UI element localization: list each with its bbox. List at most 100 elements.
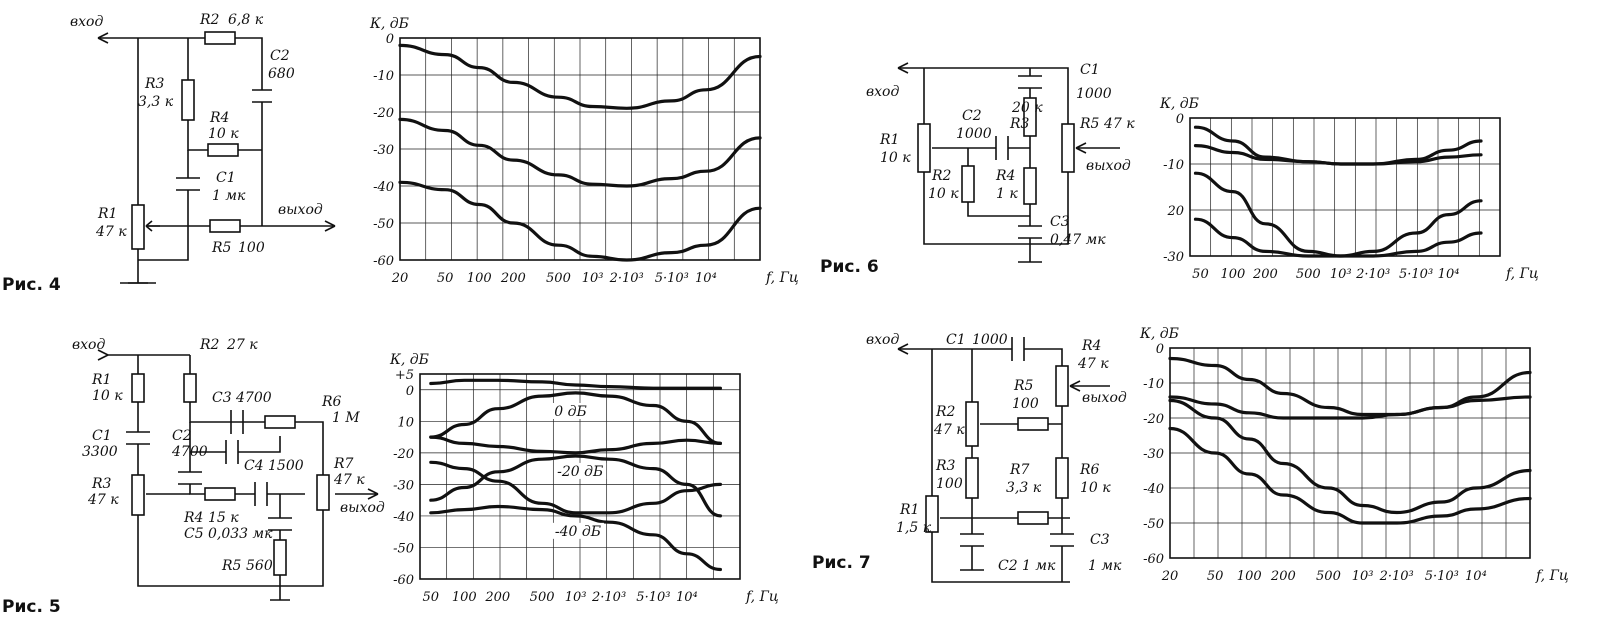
c4-value: 1500 bbox=[268, 458, 304, 474]
curve-annotation: -20 дБ bbox=[557, 464, 603, 480]
annotation-bg bbox=[554, 462, 607, 479]
r4-ref: R4 bbox=[183, 510, 203, 526]
x-tick-label: 20 bbox=[391, 271, 409, 286]
capacitor-c3 bbox=[1050, 533, 1074, 547]
capacitor-c3 bbox=[230, 410, 244, 434]
response-curve-4 bbox=[429, 460, 722, 515]
x-tick-label: 10⁴ bbox=[1465, 569, 1487, 584]
potentiometer-r7 bbox=[316, 474, 330, 511]
annotation-bg bbox=[544, 403, 597, 419]
y-tick-label: -60 bbox=[393, 573, 414, 588]
y-tick-label: -50 bbox=[1143, 517, 1164, 532]
c1-value: 1000 bbox=[1076, 86, 1112, 102]
x-tick-label: 200 bbox=[1252, 267, 1278, 282]
capacitor-c5 bbox=[254, 482, 268, 506]
r7-value: 47 к bbox=[333, 472, 365, 488]
r5-value: 47 к bbox=[1103, 116, 1135, 132]
c2-value: 680 bbox=[268, 66, 295, 82]
x-tick-label: 10⁴ bbox=[1438, 267, 1460, 282]
x-tick-label: 100 bbox=[467, 271, 492, 286]
r2-value: 6,8 к bbox=[228, 12, 264, 28]
y-tick-label: -20 bbox=[393, 447, 414, 462]
x-axis-label: f, Гц bbox=[765, 270, 799, 286]
y-axis-label: К, дБ bbox=[1159, 96, 1199, 112]
r2-ref: R2 bbox=[935, 404, 956, 420]
c2-value: 1000 bbox=[956, 126, 992, 142]
r4-value: 15 к bbox=[208, 510, 239, 526]
y-axis-label: К, дБ bbox=[369, 16, 409, 32]
c1-ref: C1 bbox=[1080, 62, 1100, 78]
resistor-r5 bbox=[273, 539, 287, 576]
c2-ref: C2 bbox=[172, 428, 192, 444]
x-tick-label: 50 bbox=[437, 271, 454, 286]
r4-value: 1 к bbox=[996, 186, 1018, 202]
curve-annotation: -40 дБ bbox=[555, 524, 601, 540]
figure-caption: Рис. 7 bbox=[812, 553, 871, 573]
x-tick-label: 200 bbox=[500, 271, 526, 286]
capacitor-c1 bbox=[176, 177, 200, 191]
capacitor-c3 bbox=[1018, 225, 1042, 239]
capacitor-c2 bbox=[995, 136, 1009, 160]
c2-ref: C2 bbox=[962, 108, 982, 124]
capacitor-c2 bbox=[252, 89, 272, 103]
r3-value: 20 к bbox=[1011, 100, 1043, 116]
y-tick-label: 0 bbox=[406, 384, 414, 399]
resistor-r2 bbox=[961, 165, 975, 203]
response-curve-1 bbox=[398, 43, 762, 110]
r6-ref: R6 bbox=[321, 394, 342, 410]
response-curve-3 bbox=[398, 180, 762, 262]
output-label: выход bbox=[1082, 390, 1127, 406]
resistor-r2 bbox=[183, 373, 197, 403]
schematic-fig5: вход R2 27 к R1 10 к C1 3300 R3 47 к C2 … bbox=[2, 337, 385, 617]
r1-ref: R1 bbox=[91, 372, 111, 388]
r2-value: 10 к bbox=[928, 186, 959, 202]
c3-ref: C3 bbox=[1090, 532, 1110, 548]
response-curve-2 bbox=[1193, 139, 1483, 166]
r2-ref: R2 bbox=[199, 337, 220, 353]
resistor-r3 bbox=[1023, 97, 1037, 137]
y-tick-label: -40 bbox=[373, 180, 394, 195]
output-label: выход bbox=[1086, 158, 1131, 174]
r7-value: 3,3 к bbox=[1006, 480, 1042, 496]
x-axis-label: f, Гц bbox=[1505, 266, 1539, 282]
x-tick-label: 100 bbox=[1237, 569, 1262, 584]
c1-ref: C1 bbox=[946, 332, 966, 348]
x-tick-label: 500 bbox=[1316, 569, 1341, 584]
y-tick-label: -40 bbox=[1143, 482, 1164, 497]
r5-ref: R5 bbox=[211, 240, 232, 256]
response-curve-5 bbox=[429, 454, 722, 518]
y-tick-label: -10 bbox=[373, 69, 394, 84]
x-tick-label: 500 bbox=[546, 271, 571, 286]
plot-frame bbox=[399, 37, 761, 261]
r1-ref: R1 bbox=[899, 502, 919, 518]
r3-ref: R3 bbox=[144, 76, 165, 92]
r3-ref: R3 bbox=[1009, 116, 1030, 132]
c2-ref: C2 bbox=[270, 48, 290, 64]
x-tick-label: 2·10³ bbox=[1355, 267, 1390, 282]
resistor-r7 bbox=[1017, 511, 1049, 525]
c3-value: 1 мк bbox=[1088, 558, 1122, 574]
r5-ref: R5 bbox=[221, 558, 242, 574]
y-axis-label: К, дБ bbox=[1139, 326, 1179, 342]
figure-caption: Рис. 5 bbox=[2, 597, 61, 617]
y-tick-label: 10 bbox=[397, 415, 414, 430]
y-tick-label: -30 bbox=[1143, 447, 1164, 462]
r3-ref: R3 bbox=[91, 476, 112, 492]
c4-ref: C4 bbox=[244, 458, 264, 474]
r5-value: 100 bbox=[238, 240, 265, 256]
y-tick-label: -30 bbox=[1163, 250, 1184, 265]
x-tick-label: 50 bbox=[1192, 267, 1209, 282]
c1-value: 3300 bbox=[82, 444, 118, 460]
r6-value: 1 М bbox=[332, 410, 360, 426]
r3-ref: R3 bbox=[935, 458, 956, 474]
resistor-r5 bbox=[209, 219, 241, 233]
resistor-r5 bbox=[1017, 417, 1049, 431]
r5-ref: R5 bbox=[1079, 116, 1100, 132]
r4-ref: R4 bbox=[1081, 338, 1101, 354]
r2-ref: R2 bbox=[931, 168, 952, 184]
x-tick-label: 10⁴ bbox=[676, 590, 698, 605]
